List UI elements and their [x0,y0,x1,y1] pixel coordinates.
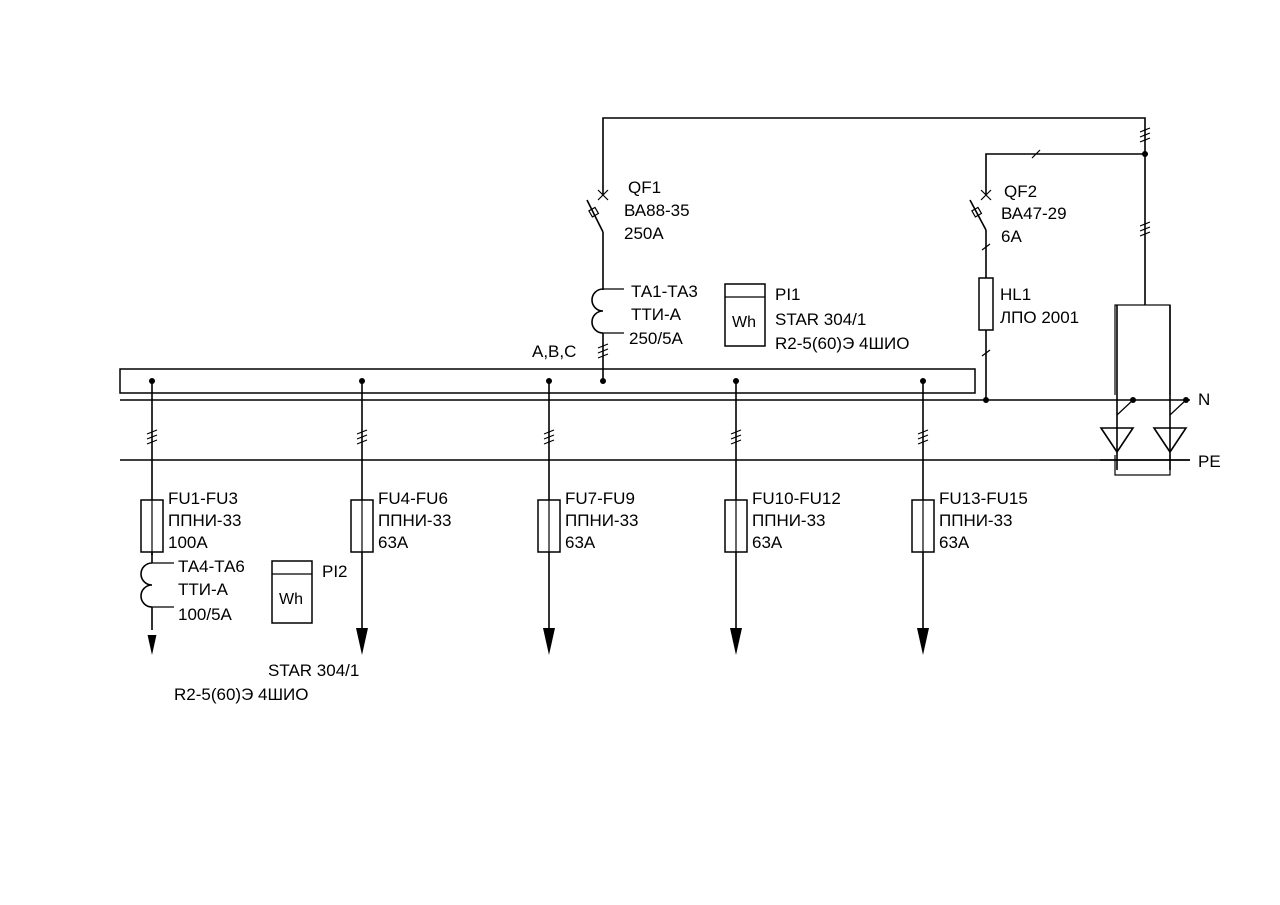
ta-feeder-coil [140,552,174,635]
qf1-model: ВА88-35 [624,201,690,220]
ta-feeder-model: ТТИ-А [178,580,229,599]
feeder-5-phase-tick [917,439,929,445]
feeder-1-rating: 100А [168,533,208,552]
qf1-name: QF1 [628,178,661,197]
qf2-model: ВА47-29 [1001,204,1067,223]
feeder-5-name: FU13-FU15 [939,489,1028,508]
pi1-name: PI1 [775,285,801,304]
feeder-3-arrow [543,628,555,655]
ta-feeder-ratio: 100/5А [178,605,233,624]
ta-main-name: ТА1-ТА3 [631,282,698,301]
surge-arrester-block [1099,304,1190,476]
feeder-3-model: ППНИ-33 [565,511,639,530]
feeder-3-phase-tick [543,434,555,440]
feeder-1-phase-tick [146,429,158,435]
feeder-1-phase-tick [146,439,158,445]
feeder-5-arrow [917,628,929,655]
qf2-name: QF2 [1004,182,1037,201]
feeder-2-rating: 63А [378,533,409,552]
ta-main-ratio: 250/5А [629,329,684,348]
feeder-2-name: FU4-FU6 [378,489,448,508]
pi2-meter [271,560,313,624]
feeder-3-phase-tick [543,429,555,435]
feeder-3-name: FU7-FU9 [565,489,635,508]
feeder-2-phase-tick [356,434,368,440]
pi1-model: STAR 304/1 [775,310,866,329]
feeder-2-arrow [356,628,368,655]
qf1-breaker [586,189,609,290]
pi1-symbol: Wh [732,314,756,331]
feeder-4-phase-tick [730,434,742,440]
feeder-2-phase-tick [356,439,368,445]
ta-main-coil [591,288,624,384]
feeder-2-model: ППНИ-33 [378,511,452,530]
qf1-rating: 250А [624,224,664,243]
feeder-4-arrow [730,628,742,655]
feeder-4-name: FU10-FU12 [752,489,841,508]
feeder-5-phase-tick [917,429,929,435]
feeder-4-phase-tick [730,429,742,435]
pi2-name: PI2 [322,562,348,581]
pi1-meter [724,283,766,347]
earth-label: PE [1198,452,1221,471]
hl1-lamp [978,277,994,331]
ta-feeder-name: ТА4-ТА6 [178,557,245,576]
feeder-4-rating: 63А [752,533,783,552]
feeder-5-phase-tick [917,434,929,440]
neutral-label: N [1198,390,1210,409]
feeder-2-phase-tick [356,429,368,435]
feeder-3-phase-tick [543,439,555,445]
qf2-rating: 6А [1001,227,1022,246]
feeder-4-phase-tick [730,439,742,445]
feeder-4-model: ППНИ-33 [752,511,826,530]
qf2-branch [969,149,1145,403]
pi1-spec: R2-5(60)Э 4ШИО [775,334,910,353]
hl1-model: ЛПО 2001 [1000,308,1079,327]
feeder-3-rating: 63А [565,533,596,552]
hl1-name: HL1 [1000,285,1031,304]
feeder-1-phase-tick [146,434,158,440]
feeder-5-model: ППНИ-33 [939,511,1013,530]
feeder-1-model: ППНИ-33 [168,511,242,530]
feeder-5-rating: 63А [939,533,970,552]
busbar-label: A,B,C [532,342,576,361]
feeder-1-name: FU1-FU3 [168,489,238,508]
ta-main-model: ТТИ-А [631,305,682,324]
pi2-model: STAR 304/1 [268,661,359,680]
pi2-symbol: Wh [279,591,303,608]
pi2-spec: R2-5(60)Э 4ШИО [174,685,309,704]
